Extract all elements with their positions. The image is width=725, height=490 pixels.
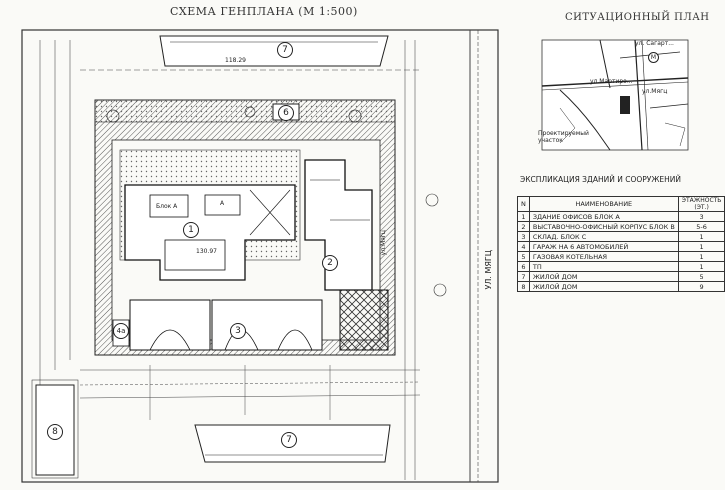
cell-floors: 1 [677, 261, 725, 272]
explication-title: ЭКСПЛИКАЦИЯ ЗДАНИЙ И СООРУЖЕНИЙ [520, 175, 682, 184]
cell-name: ВЫСТАВОЧНО-ОФИСНЫЙ КОРПУС БЛОК В [528, 221, 679, 232]
cell-name: ЖИЛОЙ ДОМ [528, 281, 679, 292]
cell-name: ЗДАНИЕ ОФИСОВ БЛОК А [528, 211, 679, 222]
cell-floors: 9 [677, 281, 725, 292]
situation-map [541, 39, 689, 151]
building-7-top-number: 7 [277, 42, 293, 58]
building-4a [129, 299, 211, 351]
situation-site-label: Проектируемый участок [538, 130, 589, 144]
plan-title: СХЕМА ГЕНПЛАНА (М 1:500) [170, 5, 358, 18]
cell-num: 8 [517, 281, 530, 292]
building-1-number: 1 [183, 222, 199, 238]
cell-floors: 5 [677, 271, 725, 282]
cell-name: ТП [528, 261, 679, 272]
explication-header-row: N НАИМЕНОВАНИЕ ЭТАЖНОСТЬ (ЭТ.) [517, 196, 725, 212]
cell-num: 2 [517, 221, 530, 232]
cell-floors: 1 [677, 251, 725, 262]
situation-marker: М [648, 52, 659, 63]
building-3 [211, 299, 323, 351]
building-4a-number: 4а [113, 323, 129, 339]
street-label: УЛ. МЯГЦ [484, 250, 493, 290]
cell-name: ГАЗОВАЯ КОТЕЛЬНАЯ [528, 251, 679, 262]
building-1 [124, 184, 296, 281]
inner-street-label: ул.Мягц [380, 230, 387, 256]
situation-street-right: ул.Мягц [642, 88, 668, 95]
a-label: А [220, 200, 225, 207]
top-dimension-label: 118.29 [225, 57, 246, 64]
header-num: N [517, 196, 530, 212]
cell-floors: 5-6 [677, 221, 725, 232]
cell-floors: 1 [677, 231, 725, 242]
situation-title: СИТУАЦИОННЫЙ ПЛАН [565, 12, 710, 23]
cell-name: ГАРАЖ НА 6 АВТОМОБИЛЕЙ [528, 241, 679, 252]
block-a-label: Блок А [156, 203, 178, 210]
cell-num: 5 [517, 251, 530, 262]
cell-num: 7 [517, 271, 530, 282]
elevation-label: 130.97 [196, 248, 217, 255]
header-name: НАИМЕНОВАНИЕ [528, 196, 679, 212]
building-7-top [159, 35, 389, 67]
building-8-number: 8 [47, 424, 63, 440]
cell-floors: 3 [677, 211, 725, 222]
building-7-bottom-number: 7 [281, 432, 297, 448]
cell-floors: 1 [677, 241, 725, 252]
situation-street-top: ул. Сагарт... [635, 40, 674, 47]
building-3-number: 3 [230, 323, 246, 339]
cell-num: 6 [517, 261, 530, 272]
cell-num: 3 [517, 231, 530, 242]
cell-name: ЖИЛОЙ ДОМ [528, 271, 679, 282]
situation-street-mid: ул.Мартиро... [590, 78, 633, 85]
cell-name: СКЛАД. БЛОК С [528, 231, 679, 242]
parking-grid [339, 289, 389, 351]
cell-num: 1 [517, 211, 530, 222]
building-2-number: 2 [322, 255, 338, 271]
header-floors: ЭТАЖНОСТЬ (ЭТ.) [677, 196, 725, 212]
building-6-number: 6 [278, 105, 294, 121]
cell-num: 4 [517, 241, 530, 252]
drawing-frame [21, 29, 499, 483]
